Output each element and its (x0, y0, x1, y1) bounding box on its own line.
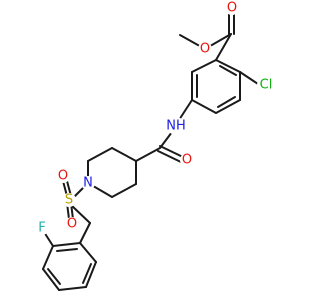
atom-o-s-top-label: O (58, 169, 68, 184)
bond-ring-a3-inner (217, 96, 236, 108)
bond-ring-a3 (215, 99, 241, 114)
bond-ring-b4-inner (47, 268, 61, 285)
atom-labels: O O Cl NH O N S O (35, 1, 275, 236)
bond-ring-b1 (79, 242, 97, 263)
bond-ring-a4 (191, 99, 217, 114)
bond-s-o-top-a (62, 180, 68, 197)
atom-o-s-bottom: O (65, 217, 79, 232)
bond-pip-2 (87, 147, 113, 162)
bond-carbonyl-ring (215, 33, 232, 61)
atom-o-ester: O (198, 42, 212, 57)
bond-ring-b2-inner (82, 263, 92, 284)
atom-n-ring: N (81, 176, 95, 191)
bond-ring-b6 (52, 242, 81, 247)
bond-nh-carbonyl (159, 131, 173, 149)
bond-ring-a6 (191, 59, 217, 73)
atom-cl: Cl (257, 76, 275, 94)
atom-nh-label: NH (166, 119, 186, 134)
bond-carbonyl-pip (135, 147, 161, 162)
atom-o-carbonyl-ester-label: O (227, 1, 237, 16)
bond-amide-double-b (157, 150, 184, 164)
atom-o-ester-label: O (200, 42, 210, 57)
bond-ring-cl (239, 71, 259, 85)
bond-ring-b2 (85, 261, 97, 288)
bond-pip-1 (111, 147, 137, 162)
bond-ring-b5 (42, 245, 54, 270)
atom-s-label: S (65, 193, 73, 208)
bond-ring-a1 (215, 59, 241, 73)
atom-s: S (62, 193, 76, 208)
atom-o-s-top: O (56, 169, 70, 184)
bond-pip-5 (111, 183, 137, 198)
bond-ring-a1-inner (219, 65, 237, 76)
atom-f-label: F (38, 221, 45, 236)
atom-nh: NH (166, 117, 186, 135)
atom-n-ring-label: N (83, 176, 93, 191)
atom-o-s-bottom-label: O (67, 217, 77, 232)
bond-ch2-ring (79, 222, 91, 244)
bonds (42, 9, 259, 291)
bond-ring-b6-inner (56, 248, 78, 252)
atom-o-carbonyl-ester: O (225, 1, 239, 16)
molecule-structure: O O Cl NH O N S O (35, 0, 275, 291)
bond-amide-double-a (159, 145, 186, 159)
atom-o-amide: O (180, 153, 194, 168)
atom-o-amide-label: O (182, 153, 192, 168)
bond-ring-f (43, 231, 54, 247)
bond-ring-b3 (58, 286, 87, 291)
bond-ring-b4 (42, 268, 60, 291)
bond-ring-nh (178, 99, 193, 121)
bond-s-ch2 (70, 204, 91, 224)
atom-cl-label: Cl (260, 78, 273, 93)
atom-f: F (35, 221, 49, 236)
